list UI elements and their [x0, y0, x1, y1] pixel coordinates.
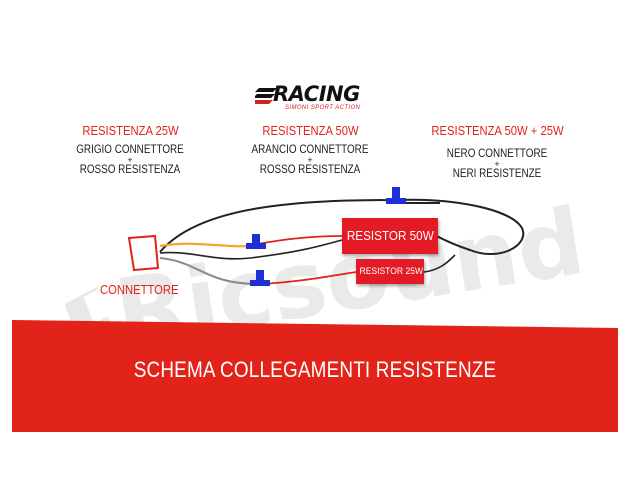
label-75w-line1: NERO CONNETTORE: [446, 148, 548, 160]
connector-icon: [127, 234, 160, 272]
label-50w: RESISTENZA 50W ARANCIO CONNETTORE + ROSS…: [230, 122, 390, 177]
orange-wire: [159, 242, 257, 248]
black-wire-25: [423, 254, 456, 273]
resistor-50w: RESISTOR 50W: [342, 218, 438, 254]
label-25w-plus: +: [127, 155, 133, 165]
label-75w-line2: NERI RESISTENZE: [452, 168, 542, 180]
splice-middle-icon: [246, 234, 266, 249]
label-25w-title: RESISTENZA 25W: [81, 124, 179, 138]
red-wire-25: [259, 271, 357, 285]
splice-bottom-icon: [250, 270, 270, 286]
label-50w-line1: ARANCIO CONNETTORE: [251, 144, 369, 156]
label-25w-line1: GRIGIO CONNETTORE: [76, 144, 184, 156]
racing-stripes-icon: [255, 88, 277, 104]
resistor-25w: RESISTOR 25W: [356, 259, 424, 284]
gray-wire: [159, 257, 259, 285]
label-25w-line2: ROSSO RESISTENZA: [79, 164, 181, 176]
connector-label: CONNETTORE: [100, 283, 179, 297]
resistor-25w-label: RESISTOR 25W: [359, 266, 424, 277]
black-wire-return: [159, 239, 343, 260]
label-25w: RESISTENZA 25W GRIGIO CONNETTORE + ROSSO…: [55, 122, 205, 177]
label-75w-plus: +: [494, 159, 500, 169]
label-50w-title: RESISTENZA 50W: [261, 124, 359, 138]
label-75w: RESISTENZA 50W + 25W NERO CONNETTORE + N…: [412, 122, 582, 181]
racing-logo: RACING SIMONI SPORT ACTION: [255, 82, 375, 118]
logo-name: RACING: [273, 82, 360, 106]
label-50w-line2: ROSSO RESISTENZA: [259, 164, 361, 176]
red-wire-50: [257, 235, 343, 245]
resistor-50w-label: RESISTOR 50W: [346, 228, 434, 243]
banner-title: SCHEMA COLLEGAMENTI RESISTENZE: [133, 357, 497, 382]
banner-shape: [12, 320, 618, 432]
splice-top-icon: [386, 187, 406, 204]
label-75w-title: RESISTENZA 50W + 25W: [430, 124, 564, 138]
label-50w-plus: +: [307, 155, 313, 165]
logo-tagline: SIMONI SPORT ACTION: [285, 105, 361, 111]
black-wire: [159, 198, 525, 255]
